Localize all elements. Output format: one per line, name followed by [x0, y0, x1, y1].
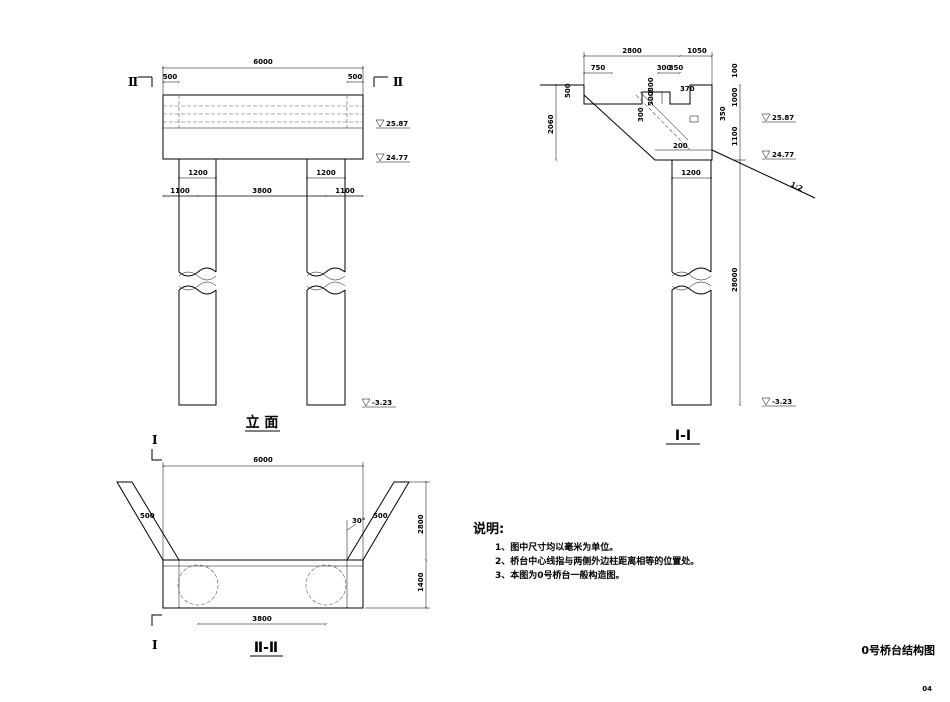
note-item: 2、桥台中心线指与两侧外边柱距离相等的位置处。 [495, 555, 699, 567]
dim-s2-wing-left: 500 [140, 512, 155, 520]
svg-text:-3.23: -3.23 [372, 399, 392, 407]
slope-label: 1:2 [789, 181, 804, 194]
notes-block: 说明: 1、图中尺寸均以毫米为单位。 2、桥台中心线指与两侧外边柱距离相等的位置… [473, 521, 699, 581]
section-mark-2-left: Ⅱ [128, 75, 138, 89]
svg-text:25.87: 25.87 [772, 114, 794, 122]
svg-text:24.77: 24.77 [772, 151, 794, 159]
section-cut-right [373, 76, 388, 87]
note-item: 1、图中尺寸均以毫米为单位。 [495, 541, 618, 553]
section-cut-left [138, 76, 153, 87]
section-2-title: Ⅱ-Ⅱ [254, 640, 278, 656]
dim-s1-350: 350 [669, 64, 684, 72]
dim-s1-750: 750 [591, 64, 606, 72]
dim-s1-stack-500: 500 [647, 91, 655, 106]
dim-s1-350-v: 350 [719, 106, 727, 121]
section-1-view: 1:2 2800 1050 750 300 350 100 500 300 50… [540, 47, 816, 445]
dim-s1-370: 370 [680, 85, 695, 93]
abutment-body [583, 84, 713, 161]
pile-plan-right [305, 564, 347, 606]
dim-elev-pile-right: 1200 [316, 169, 336, 177]
dim-s1-top-total: 2800 [622, 47, 642, 55]
dim-elev-right-end: 500 [348, 73, 363, 81]
dim-s1-300: 300 [657, 64, 672, 72]
dim-s2-2800: 2800 [417, 514, 425, 534]
page-number: 04 [922, 685, 932, 693]
drawing-title: 0号桥台结构图 [861, 643, 935, 657]
dim-elev-total: 6000 [253, 58, 273, 66]
dim-elev-pile-spacing: 3800 [252, 187, 272, 195]
dim-s1-pile-len: 28000 [731, 268, 739, 292]
embankment-slope [711, 149, 816, 199]
dim-s2-pile-spacing: 3800 [252, 615, 272, 623]
section-mark-1-top: Ⅰ [152, 433, 158, 447]
section-1-title: Ⅰ-Ⅰ [675, 428, 691, 444]
svg-text:25.87: 25.87 [386, 120, 408, 128]
level-marker: -3.23 [361, 398, 396, 408]
dim-s1-stack-300: 300 [637, 107, 645, 122]
note-item: 3、本图为0号桥台一般构造图。 [495, 569, 625, 581]
section-cut-top [151, 449, 162, 461]
section-cut-bottom [151, 614, 162, 626]
dim-s1-pile-dia: 1200 [681, 169, 701, 177]
level-marker: 24.77 [375, 153, 410, 163]
wing-wall-right [346, 481, 410, 561]
dim-s2-angle: 30° [352, 517, 365, 525]
section-mark-2-right: Ⅱ [393, 75, 403, 89]
dim-s1-1000: 1000 [731, 87, 739, 107]
cap-beam [162, 94, 364, 160]
elevation-view: 6000 500 500 Ⅱ Ⅱ 1200 1200 1100 3800 110… [128, 58, 410, 432]
svg-text:-3.23: -3.23 [772, 398, 792, 406]
dim-s1-1100: 1100 [731, 126, 739, 146]
wing-wall-left [116, 481, 180, 561]
dim-s2-wing-right: 500 [373, 512, 388, 520]
svg-text:24.77: 24.77 [386, 154, 408, 162]
elevation-title: 立 面 [246, 414, 279, 431]
notes-heading: 说明: [473, 521, 504, 537]
level-marker: -3.23 [761, 397, 796, 407]
dim-s1-stack-800: 800 [647, 77, 655, 92]
dim-elev-edge-left: 1100 [170, 187, 190, 195]
level-marker: 24.77 [761, 150, 796, 160]
dim-elev-edge-right: 1100 [335, 187, 355, 195]
dim-s2-total: 6000 [253, 456, 273, 464]
pile-plan-left [177, 564, 219, 606]
dim-s1-100: 100 [731, 63, 739, 78]
dim-elev-pile-left: 1200 [188, 169, 208, 177]
dim-s1-500: 500 [564, 83, 572, 98]
abutment-plan [162, 559, 364, 609]
level-marker: 25.87 [761, 113, 796, 123]
dim-s1-top-right: 1050 [687, 47, 707, 55]
dim-s1-2060: 2060 [547, 114, 555, 134]
section-mark-1-bottom: Ⅰ [152, 638, 158, 652]
level-marker: 25.87 [375, 119, 410, 129]
dim-elev-left-end: 500 [163, 73, 178, 81]
dim-s2-1400: 1400 [417, 572, 425, 592]
section-2-view: Ⅰ Ⅰ 6000 500 500 30° 2800 1400 3800 Ⅱ-Ⅱ [116, 433, 430, 657]
dim-s1-200: 200 [673, 142, 688, 150]
pile-section-1 [671, 160, 712, 406]
